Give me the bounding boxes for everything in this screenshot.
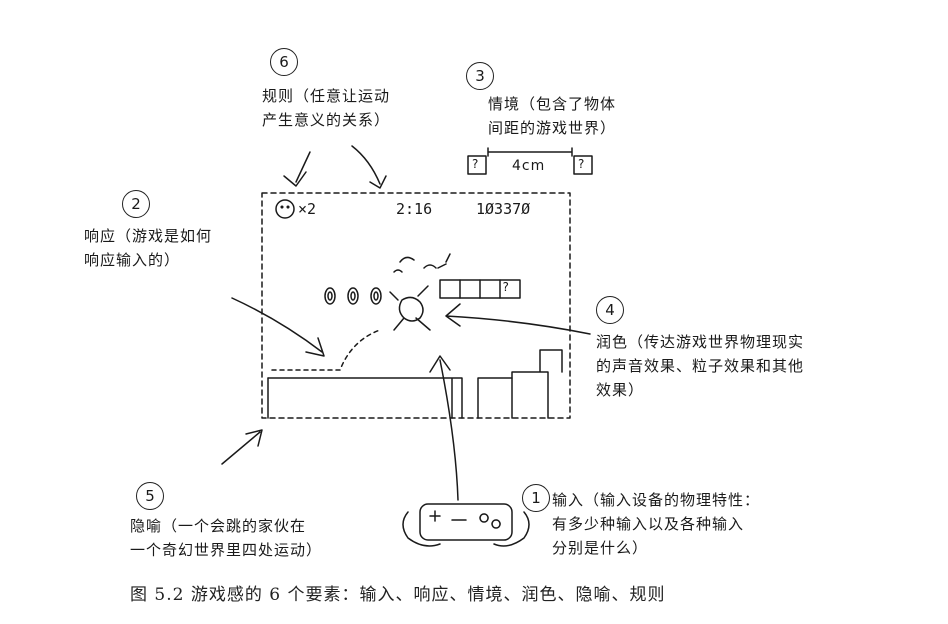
lives-icon [275,199,295,219]
label-rules-line1: 规则（任意让运动 [262,87,391,105]
number-context: 3 [466,62,494,90]
coin [327,291,333,301]
distance-label: 4cm [512,158,546,174]
label-response-line1: 响应（游戏是如何 [84,227,213,245]
arrow-metaphor [221,429,263,465]
number-input: 1 [522,484,550,512]
number-polish: 4 [596,296,624,324]
label-input-line1: 输入（输入设备的物理特性： [552,491,761,509]
arrow-rules-right [351,145,387,189]
question-mark-right: ? [578,157,586,171]
pipe [511,349,563,419]
label-polish: 润色（传达游戏世界物理现实 的声音效果、粒子效果和其他 效果） [596,330,804,402]
label-polish-line2: 的声音效果、粒子效果和其他 [596,357,805,375]
arrow-input [429,355,459,501]
label-context: 情境（包含了物体 间距的游戏世界） [488,92,616,140]
controller-sketch [402,503,530,547]
label-polish-line3: 效果） [596,381,645,399]
label-rules-line2: 产生意义的关系） [262,111,391,129]
label-metaphor: 隐喻（一个会跳的家伙在 一个奇幻世界里四处运动） [130,514,322,562]
label-context-line2: 间距的游戏世界） [488,119,617,137]
arrow-polish [445,303,591,335]
hud-question-block: ? [502,280,510,294]
question-mark-left: ? [472,157,480,171]
arrow-response [231,297,325,357]
label-metaphor-line2: 一个奇幻世界里四处运动） [130,541,323,559]
number-metaphor: 5 [136,482,164,510]
number-response: 2 [122,190,150,218]
hud-lives: ×2 [298,200,317,218]
coin [347,287,359,305]
hud-time: 2:16 [396,200,433,218]
coin [370,287,382,305]
hud-score: 1Ø337Ø [476,200,531,218]
coin [350,291,356,301]
jumping-character [389,253,451,331]
jump-trail [271,329,381,371]
label-rules: 规则（任意让运动 产生意义的关系） [262,84,390,132]
label-response-line2: 响应输入的） [84,251,181,269]
label-metaphor-line1: 隐喻（一个会跳的家伙在 [130,517,307,535]
coin [373,291,379,301]
label-context-line1: 情境（包含了物体 [488,95,617,113]
coin [324,287,336,305]
number-rules: 6 [270,48,298,76]
game-screen-frame [261,192,571,419]
label-input: 输入（输入设备的物理特性： 有多少种输入以及各种输入 分别是什么） [552,488,760,560]
label-polish-line1: 润色（传达游戏世界物理现实 [596,333,805,351]
ground [267,377,513,419]
distance-line [487,147,573,157]
label-input-line2: 有多少种输入以及各种输入 [552,515,745,533]
label-input-line3: 分别是什么） [552,539,649,557]
arrow-rules-left [283,151,311,187]
question-block-left [467,155,487,175]
label-response: 响应（游戏是如何 响应输入的） [84,224,212,272]
question-block-right [573,155,593,175]
figure-caption: 图 5.2 游戏感的 6 个要素：输入、响应、情境、润色、隐喻、规则 [130,585,666,605]
